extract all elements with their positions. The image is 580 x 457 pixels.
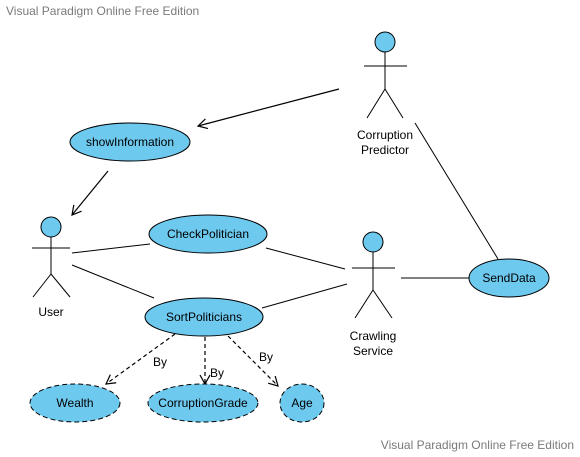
usecase-age[interactable]: Age bbox=[279, 383, 325, 423]
assoc-predictor-to-showinformation bbox=[196, 88, 340, 130]
watermark-bottom: Visual Paradigm Online Free Edition bbox=[380, 438, 574, 452]
usecase-check-politician-label: CheckPolitician bbox=[167, 227, 249, 241]
actor-user-label: User bbox=[38, 305, 63, 319]
assoc-sortpoliticians-crawler bbox=[261, 283, 348, 309]
usecase-corruption-grade-label: CorruptionGrade bbox=[158, 396, 248, 410]
actor-user[interactable]: User bbox=[32, 216, 71, 319]
usecase-sort-politicians-label: SortPoliticians bbox=[166, 310, 242, 324]
actor-crawling-service-label-line2: Service bbox=[353, 344, 393, 358]
usecase-age-label: Age bbox=[291, 396, 313, 410]
actor-corruption-predictor-label-line1: Corruption bbox=[357, 128, 413, 142]
dependency-sort-wealth bbox=[104, 333, 176, 385]
usecase-wealth[interactable]: Wealth bbox=[29, 383, 121, 423]
actor-corruption-predictor-label-line2: Predictor bbox=[361, 143, 409, 157]
usecase-check-politician[interactable]: CheckPolitician bbox=[148, 214, 268, 254]
relation-label-by-wealth: By bbox=[153, 355, 167, 369]
usecase-show-information-label: showInformation bbox=[86, 135, 174, 149]
assoc-predictor-senddata bbox=[414, 122, 499, 260]
assoc-checkpolitician-crawler bbox=[265, 247, 346, 270]
assoc-showinformation-to-user bbox=[71, 170, 109, 216]
relation-label-by-corruption-grade: By bbox=[210, 366, 224, 380]
watermark-top: Visual Paradigm Online Free Edition bbox=[6, 4, 200, 18]
usecase-wealth-label: Wealth bbox=[56, 396, 93, 410]
actor-crawling-service-label-line1: Crawling bbox=[350, 329, 397, 343]
usecase-send-data[interactable]: SendData bbox=[468, 258, 550, 298]
assoc-user-sortpoliticians bbox=[71, 264, 155, 299]
usecase-show-information[interactable]: showInformation bbox=[69, 122, 191, 162]
assoc-user-checkpolitician bbox=[71, 243, 151, 254]
relation-label-by-age: By bbox=[259, 350, 273, 364]
dependency-sort-age bbox=[227, 335, 279, 387]
actor-crawling-service[interactable]: Crawling Service bbox=[350, 231, 397, 358]
usecase-corruption-grade[interactable]: CorruptionGrade bbox=[147, 383, 259, 423]
usecase-send-data-label: SendData bbox=[482, 271, 536, 285]
usecase-sort-politicians[interactable]: SortPoliticians bbox=[144, 297, 264, 337]
actor-corruption-predictor[interactable]: Corruption Predictor bbox=[357, 31, 413, 157]
